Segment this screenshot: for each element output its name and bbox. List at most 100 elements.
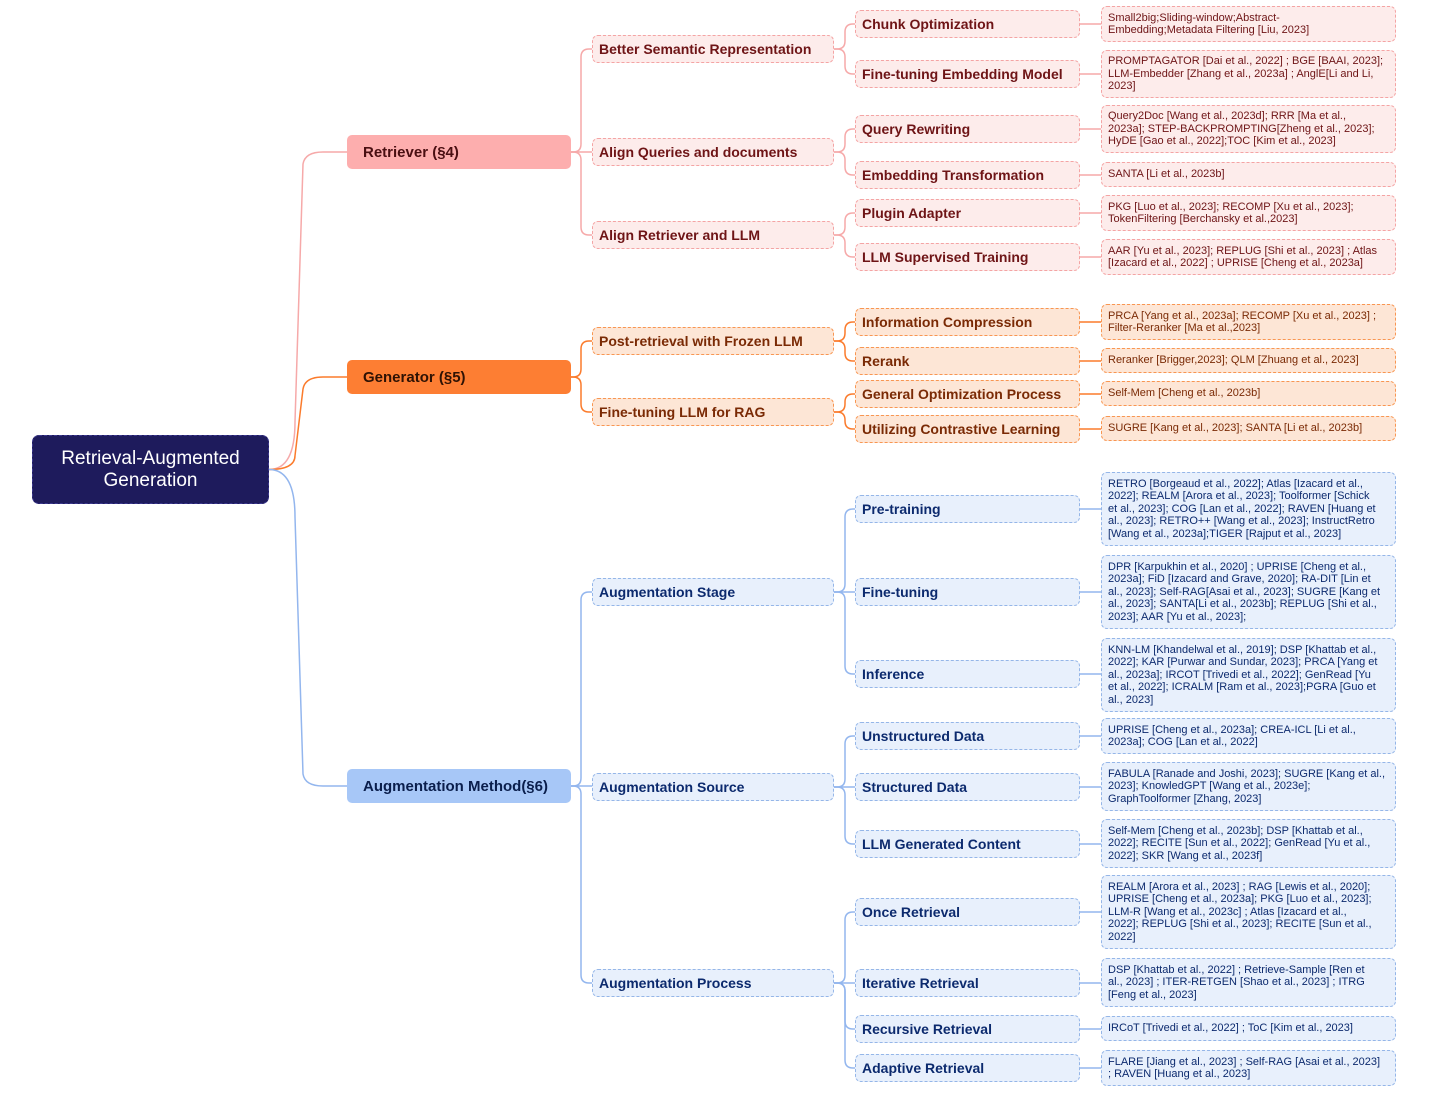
refs-chunk-optimization: Small2big;Sliding-window;Abstract-Embedd… <box>1101 6 1396 42</box>
method-label: General Optimization Process <box>862 386 1062 402</box>
connector-line <box>834 982 855 1069</box>
method-fine-tuning: Fine-tuning <box>855 578 1080 606</box>
ref-line: UPRISE [Cheng et al., 2023a]; CREA-ICL [… <box>1108 723 1356 736</box>
ref-line: UPRISE [Cheng et al., 2023a]; PKG [Luo e… <box>1108 893 1372 906</box>
ref-line: et al., 2022]; ICRALM [Ram et al., 2023]… <box>1108 681 1376 694</box>
method-label: Embedding Transformation <box>862 167 1045 183</box>
category-fine-tuning-llm-for-rag: Fine-tuning LLM for RAG <box>592 398 834 426</box>
branch-retriever: Retriever (§4) <box>347 135 571 169</box>
ref-line: 2023a]; FiD [Izacard and Grave, 2020]; R… <box>1108 573 1371 586</box>
refs-inference: KNN-LM [Khandelwal et al., 2019]; DSP [K… <box>1101 638 1396 712</box>
refs-recursive-retrieval: IRCoT [Trivedi et al., 2022] ; ToC [Kim … <box>1101 1016 1396 1041</box>
refs-once-retrieval: REALM [Arora et al., 2023] ; RAG [Lewis … <box>1101 875 1396 949</box>
connector-line <box>834 340 855 362</box>
ref-line: 2023a]; STEP-BACKPROMPTING[Zheng et al.,… <box>1108 122 1375 135</box>
ref-line: Embedding;Metadata Filtering [Liu, 2023] <box>1108 24 1310 36</box>
method-pre-training: Pre-training <box>855 495 1080 523</box>
root-connector-line <box>268 376 347 471</box>
connector-line <box>834 411 855 430</box>
branch-retriever-label: Retriever (§4) <box>363 143 459 161</box>
root-node: Retrieval-Augmented Generation <box>32 435 269 504</box>
ref-line: al., 2023]; Self-RAG[Asai et al., 2023];… <box>1108 585 1381 598</box>
refs-embedding-transformation: SANTA [Li et al., 2023b] <box>1101 162 1396 187</box>
ref-line: al., 2023]; SANTA[Li et al., 2023b]; REP… <box>1108 598 1377 611</box>
method-fine-tuning-embedding-model: Fine-tuning Embedding Model <box>855 60 1080 88</box>
ref-line: LLM-R [Wang et al., 2023c] ; Atlas [Izac… <box>1108 905 1347 918</box>
connector-line <box>834 212 855 236</box>
refs-structured-data: FABULA [Ranade and Joshi, 2023]; SUGRE [… <box>1101 762 1396 811</box>
method-label: Iterative Retrieval <box>862 975 979 991</box>
refs-fine-tuning-embedding-model: PROMPTAGATOR [Dai et al., 2022] ; BGE [B… <box>1101 50 1396 98</box>
method-label: Unstructured Data <box>862 728 985 744</box>
ref-line: FABULA [Ranade and Joshi, 2023]; SUGRE [… <box>1108 767 1385 780</box>
refs-utilizing-contrastive-learning: SUGRE [Kang et al., 2023]; SANTA [Li et … <box>1101 416 1396 441</box>
connector-line <box>571 151 592 236</box>
ref-line: RETRO [Borgeaud et al., 2022]; Atlas [Iz… <box>1108 477 1363 490</box>
category-better-semantic-representation: Better Semantic Representation <box>592 35 834 63</box>
method-rerank: Rerank <box>855 347 1080 375</box>
method-chunk-optimization: Chunk Optimization <box>855 10 1080 38</box>
method-embedding-transformation: Embedding Transformation <box>855 161 1080 189</box>
refs-llm-supervised-training: AAR [Yu et al., 2023]; REPLUG [Shi et al… <box>1101 239 1396 275</box>
method-utilizing-contrastive-learning: Utilizing Contrastive Learning <box>855 415 1080 443</box>
category-augmentation-process: Augmentation Process <box>592 969 834 997</box>
connector-line <box>571 785 592 984</box>
connector-line <box>834 591 855 675</box>
method-query-rewriting: Query Rewriting <box>855 115 1080 143</box>
connector-line <box>571 376 592 413</box>
connector-line <box>834 393 855 413</box>
ref-line: 2022]; REALM [Arora et al., 2023]; Toolf… <box>1108 490 1370 503</box>
category-align-retriever-llm: Align Retriever and LLM <box>592 221 834 249</box>
ref-line: [Wang et al., 2023a];TIGER [Rajput et al… <box>1108 527 1342 540</box>
ref-line: KNN-LM [Khandelwal et al., 2019]; DSP [K… <box>1108 643 1377 656</box>
connector-line <box>834 234 855 258</box>
root-label: Retrieval-Augmented Generation <box>61 447 240 491</box>
ref-line: Self-Mem [Cheng et al., 2023b]; DSP [Kha… <box>1108 824 1363 837</box>
ref-line: GraphToolformer [Zhang, 2023] <box>1108 792 1262 805</box>
category-label: Fine-tuning LLM for RAG <box>599 404 766 420</box>
refs-information-compression: PRCA [Yang et al., 2023a]; RECOMP [Xu et… <box>1101 304 1396 340</box>
ref-line: Query2Doc [Wang et al., 2023d]; RRR [Ma … <box>1108 110 1347 123</box>
connector-line <box>571 340 592 378</box>
method-general-optimization-process: General Optimization Process <box>855 380 1080 408</box>
method-recursive-retrieval: Recursive Retrieval <box>855 1015 1080 1043</box>
ref-line: REALM [Arora et al., 2023] ; RAG [Lewis … <box>1108 880 1371 893</box>
category-label: Align Retriever and LLM <box>599 227 761 243</box>
method-information-compression: Information Compression <box>855 308 1080 336</box>
ref-line: AAR [Yu et al., 2023]; REPLUG [Shi et al… <box>1108 244 1378 257</box>
ref-line: al., 2023] ; ITER-RETGEN [Shao et al., 2… <box>1108 976 1365 989</box>
method-label: Utilizing Contrastive Learning <box>862 421 1061 437</box>
connector-line <box>834 911 855 984</box>
ref-line: PKG [Luo et al., 2023]; RECOMP [Xu et al… <box>1108 200 1354 213</box>
method-inference: Inference <box>855 660 1080 688</box>
method-label: Once Retrieval <box>862 904 961 920</box>
ref-line: TokenFiltering [Berchansky et al.,2023] <box>1108 213 1298 225</box>
connector-line <box>571 48 592 153</box>
category-label: Post-retrieval with Frozen LLM <box>599 333 803 349</box>
method-structured-data: Structured Data <box>855 773 1080 801</box>
method-label: Inference <box>862 666 925 682</box>
method-unstructured-data: Unstructured Data <box>855 722 1080 750</box>
ref-line: Filter-Reranker [Ma et al.,2023] <box>1108 322 1261 334</box>
connector-line <box>834 23 855 50</box>
connector-line <box>834 128 855 153</box>
ref-line: LLM-Embedder [Zhang et al., 2023a] ; Ang… <box>1108 67 1374 80</box>
branch-generator-label: Generator (§5) <box>363 368 466 386</box>
ref-line: et al., 2023]; COG [Lan et al., 2022]; R… <box>1108 502 1376 515</box>
refs-pre-training: RETRO [Borgeaud et al., 2022]; Atlas [Iz… <box>1101 472 1396 546</box>
method-llm-generated-content: LLM Generated Content <box>855 830 1080 858</box>
category-label: Augmentation Source <box>599 779 745 795</box>
ref-line: 2022] <box>1108 930 1136 943</box>
root-connector-line <box>268 468 347 787</box>
method-label: LLM Supervised Training <box>862 249 1029 265</box>
ref-line: Self-Mem [Cheng et al., 2023b] <box>1108 387 1261 400</box>
method-label: Plugin Adapter <box>862 205 962 221</box>
method-label: Chunk Optimization <box>862 16 995 32</box>
method-label: LLM Generated Content <box>862 836 1021 852</box>
branch-augmentation-method: Augmentation Method(§6) <box>347 769 571 803</box>
method-iterative-retrieval: Iterative Retrieval <box>855 969 1080 997</box>
refs-query-rewriting: Query2Doc [Wang et al., 2023d]; RRR [Ma … <box>1101 105 1396 153</box>
ref-line: 2022]; RECITE [Sun et al., 2022]; GenRea… <box>1108 837 1371 850</box>
method-label: Fine-tuning <box>862 584 939 600</box>
